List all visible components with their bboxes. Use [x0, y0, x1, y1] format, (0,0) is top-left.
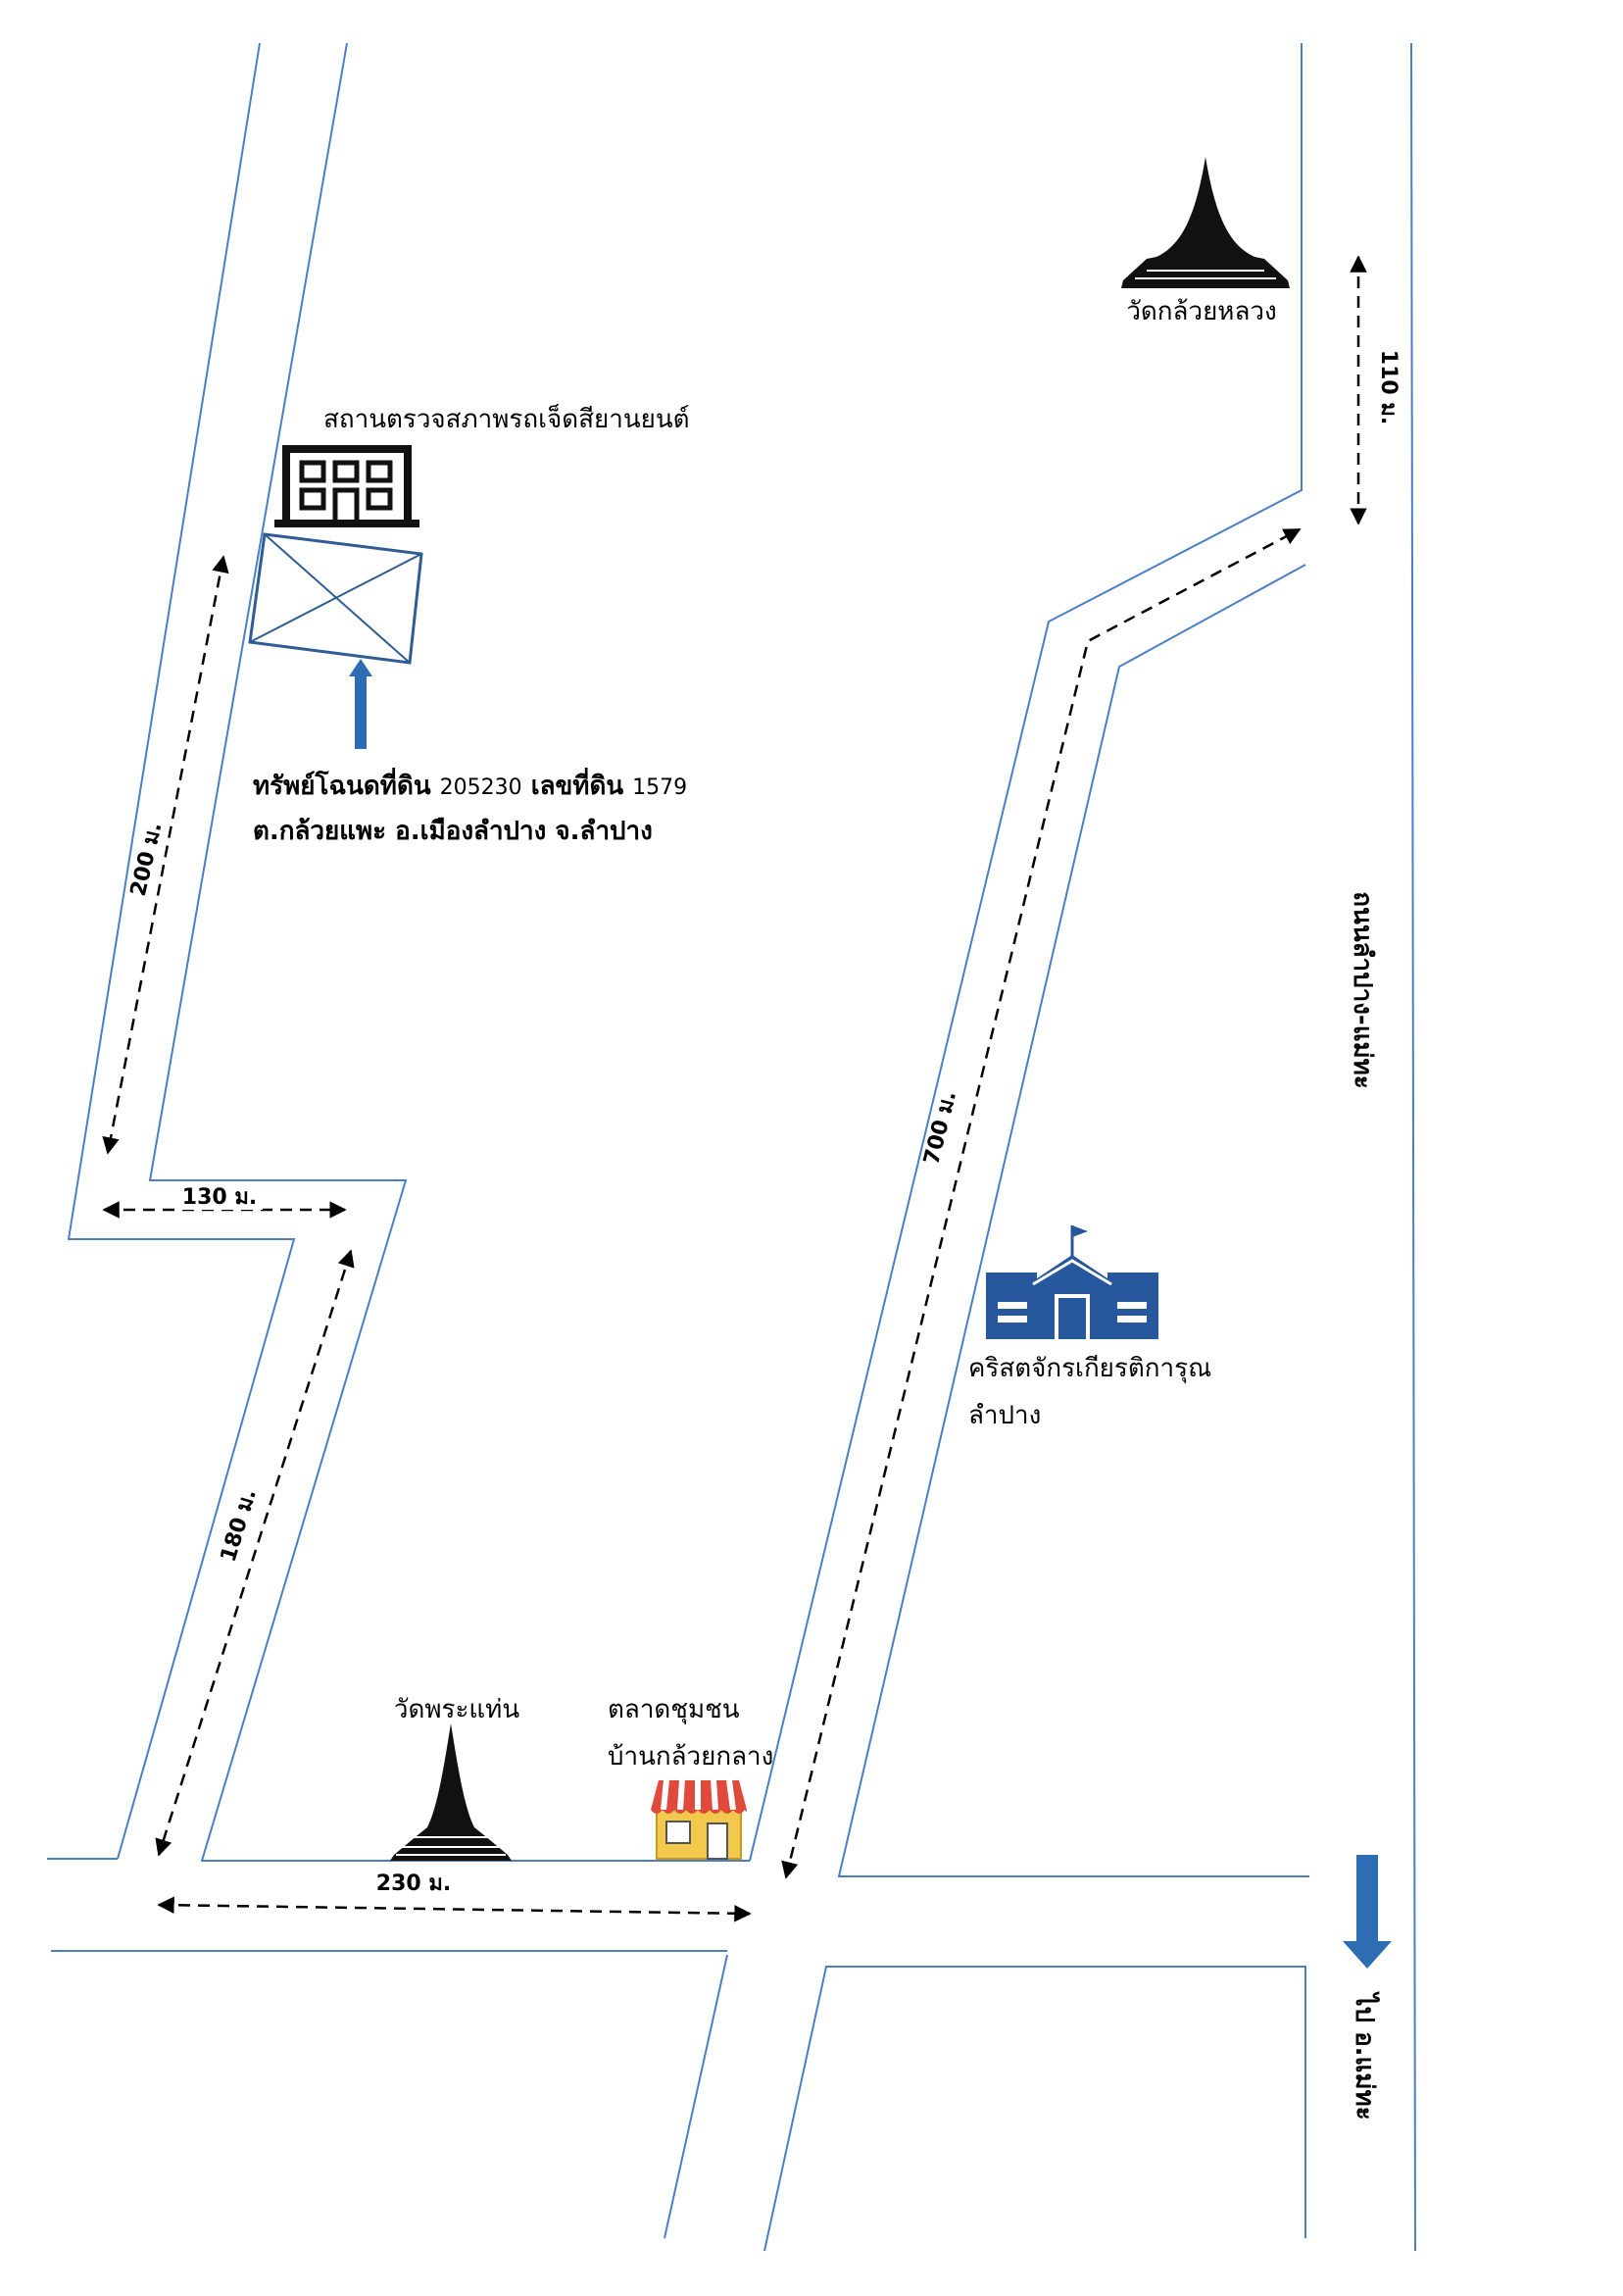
temple-south-label: วัดพระแท่น	[394, 1695, 519, 1724]
temple-north-label: วัดกล้วยหลวง	[1126, 297, 1276, 326]
dist-130: 130 ม.	[182, 1185, 257, 1210]
dim-line-180	[155, 1249, 355, 1857]
market-label-1: ตลาดชุมชน	[608, 1695, 740, 1724]
road-main-east	[1410, 42, 1416, 2252]
property-land-prefix: เลขที่ดิน	[531, 767, 624, 801]
market-stall-icon	[651, 1779, 747, 1860]
road-west-outer	[67, 42, 296, 1860]
road-south-west-branch	[664, 1954, 728, 2239]
church-label-2: ลำปาง	[968, 1401, 1041, 1430]
road-west-inner	[148, 42, 750, 1862]
dist-110: 110 ม.	[1376, 350, 1401, 424]
arrow-up-icon	[349, 659, 372, 749]
distance-markers	[102, 255, 1367, 1922]
dim-line-230	[157, 1896, 752, 1922]
market-label-2: บ้านกล้วยกลาง	[608, 1742, 773, 1772]
property-plot	[248, 532, 423, 665]
dist-230: 230 ม.	[376, 1872, 451, 1896]
property-line1: ทรัพย์โฉนดที่ดิน 205230 เลขที่ดิน 1579	[253, 767, 687, 801]
inspection-station-label: สถานตรวจสภาพรถเจ็ดสียานยนต์	[323, 403, 690, 434]
temple-icon	[390, 1723, 512, 1861]
road-diagonal-east	[837, 564, 1309, 1877]
dim-line-700	[781, 527, 1302, 1879]
property-deed-prefix: ทรัพย์โฉนดที่ดิน	[253, 767, 431, 801]
arrow-down-icon	[1343, 1855, 1392, 1969]
main-road-label: ถนนลำปาง-แม่ทะ	[1348, 891, 1377, 1088]
property-deed-no: 205230	[440, 775, 522, 800]
church-icon	[986, 1225, 1158, 1339]
direction-label: ไป อ.แม่ทะ	[1350, 1990, 1381, 2120]
road-south-east	[763, 1966, 1306, 2252]
property-land-no: 1579	[632, 775, 687, 800]
temple-icon	[1121, 157, 1290, 288]
distance-labels: 110 ม. 200 ม. 130 ม. 180 ม. 700 ม. 230 ม…	[126, 343, 1401, 1896]
dim-line-200	[102, 555, 229, 1155]
dist-200: 200 ม.	[126, 820, 168, 898]
road-network	[47, 42, 1416, 2252]
church-label-1: คริสตจักรเกียรติการุณ	[968, 1354, 1211, 1383]
property-line2: ต.กล้วยแพะ อ.เมืองลำปาง จ.ลำปาง	[253, 817, 653, 846]
building-icon	[274, 445, 419, 527]
